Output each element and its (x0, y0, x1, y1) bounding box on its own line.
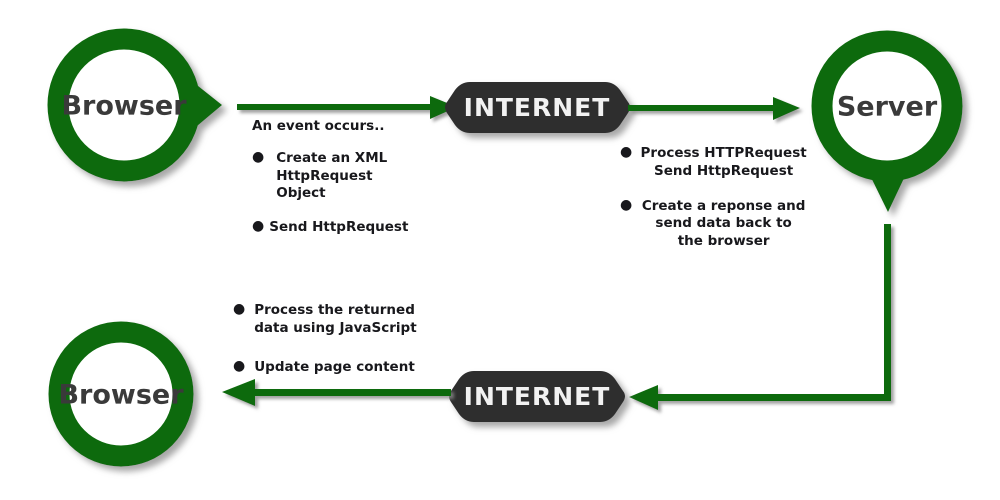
arrow-internet-to-server (628, 97, 800, 120)
arrow-server-down-connector (629, 224, 891, 410)
note-server-bullet-1-text: Process HTTPRequest Send HttpRequest (640, 145, 807, 179)
note-request-bullet-1-text: Create an XML HttpRequest Object (276, 149, 388, 202)
server-ring (811, 30, 963, 182)
note-request-bullet-2-text: Send HttpRequest (269, 219, 409, 236)
bullet-dot-icon: ● (233, 301, 246, 317)
node-internet-top[interactable] (445, 82, 630, 133)
note-server-bullet-2: ● Create a reponse and send data back to… (620, 198, 810, 251)
bullet-dot-icon: ● (620, 196, 633, 213)
note-client-bullet-2: ● Update page content (233, 359, 448, 377)
note-request-caption: An event occurs.. (252, 118, 385, 134)
note-server-bullet-2-text: Create a reponse and send data back to t… (641, 197, 806, 250)
note-request-bullet-2: ● Send HttpRequest (252, 219, 462, 237)
internet-bottom-shape (449, 371, 625, 422)
note-request: An event occurs.. ● Create an XML HttpRe… (252, 118, 462, 237)
browser-bottom-ring (48, 321, 194, 467)
note-client-bullet-1: ● Process the returned data using JavaSc… (233, 302, 448, 338)
note-client: ● Process the returned data using JavaSc… (233, 302, 448, 376)
internet-top-shape (445, 82, 630, 133)
arrow-browser-to-internet-top (237, 96, 457, 119)
browser-top-ring (47, 28, 201, 182)
note-client-bullet-2-text: Update page content (254, 358, 415, 375)
internet-bottom-label: INTERNET (464, 382, 611, 411)
node-browser-bottom[interactable] (48, 321, 194, 467)
node-server[interactable] (811, 30, 963, 212)
bullet-dot-icon: ● (252, 218, 265, 235)
note-client-bullet-1-text: Process the returned data using JavaScri… (254, 302, 417, 336)
server-label: Server (837, 92, 938, 123)
arrow-internet-to-browser (222, 379, 451, 406)
internet-top-label: INTERNET (464, 93, 611, 122)
note-server: ● Process HTTPRequest Send HttpRequest ●… (620, 145, 810, 251)
browser-bottom-label: Browser (58, 380, 184, 411)
note-request-bullet-1: ● Create an XML HttpRequest Object (252, 150, 462, 203)
node-browser-top[interactable] (47, 28, 222, 182)
browser-top-label: Browser (61, 91, 187, 122)
bullet-dot-icon: ● (620, 144, 633, 160)
bullet-dot-icon: ● (233, 357, 246, 374)
note-server-bullet-1: ● Process HTTPRequest Send HttpRequest (620, 145, 810, 181)
bullet-dot-icon: ● (252, 148, 265, 165)
node-internet-bottom[interactable] (449, 371, 625, 422)
